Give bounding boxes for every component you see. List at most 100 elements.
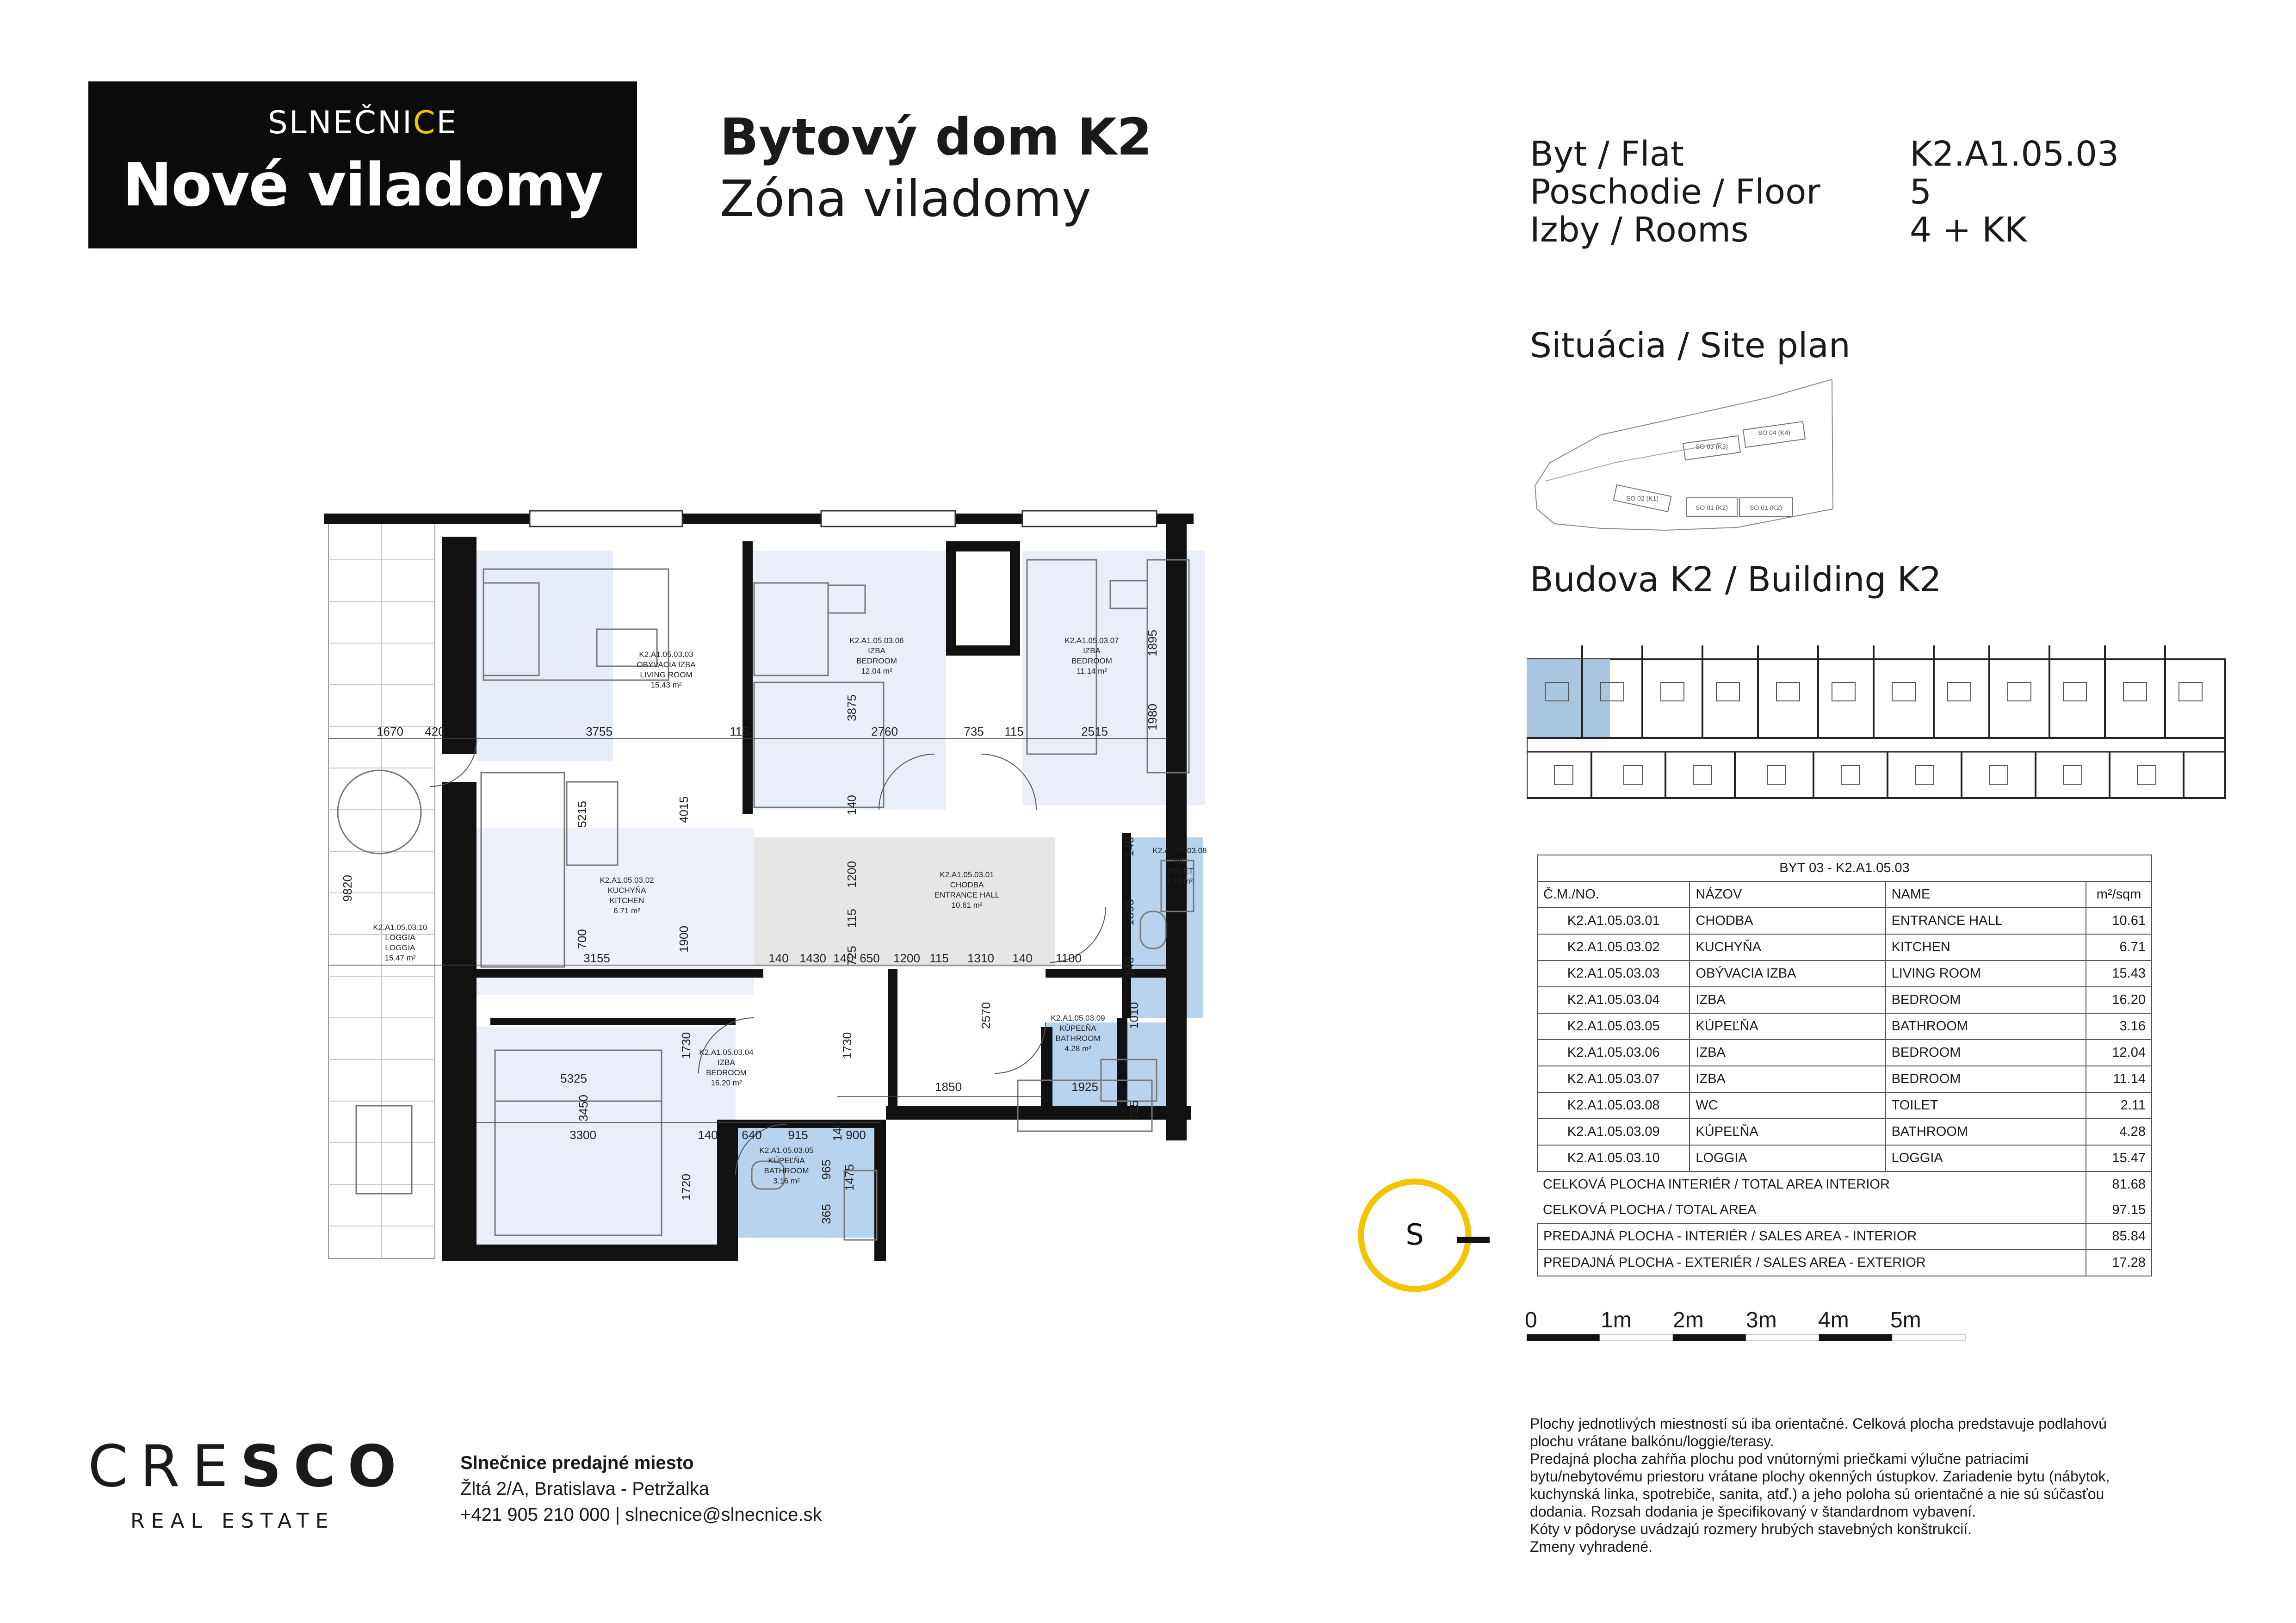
room-area: 3.16 m²	[773, 1177, 800, 1185]
dimension-label: 5215	[575, 801, 589, 828]
room-name-en: LOGGIA	[385, 943, 415, 952]
dimension-label: 1925	[1071, 1080, 1098, 1094]
dimension-label: 700	[575, 929, 589, 949]
dimension-label: 3300	[569, 1128, 596, 1142]
dimension-label: 1200	[893, 951, 920, 965]
room-area: 10.61 m²	[951, 901, 982, 910]
scale-label: 0	[1525, 1308, 1537, 1332]
site-plan-map: SO 03 (K3) SO 04 (K4) SO 02 (K1) SO 01 (…	[1534, 378, 1834, 531]
company-subtitle: REAL ESTATE	[130, 1509, 335, 1533]
table-title: BYT 03 - K2.A1.05.03	[1537, 855, 2152, 882]
room-code: K2.A1.05.03.04	[699, 1048, 753, 1057]
site-label: SO 01 (K2)	[1696, 504, 1728, 511]
office-title: Slnečnice predajné miesto	[460, 1453, 694, 1473]
compass-label: S	[1405, 1218, 1423, 1251]
brand-name: SLNEČNICE	[267, 105, 458, 141]
dimension-label: 1895	[1145, 630, 1159, 657]
dimension-label: 140	[1122, 836, 1136, 856]
dimension-label: 1895	[1122, 899, 1136, 926]
room-name-sk: LOGGIA	[385, 933, 415, 942]
room-name-sk: KUCHYŇA	[607, 886, 646, 895]
room-name-sk: WC	[1173, 856, 1186, 865]
room-name-sk: IZBA	[1083, 646, 1101, 655]
room-code: K2.A1.05.03.07	[1064, 636, 1119, 645]
dimension-label: 140	[833, 951, 853, 965]
dimension-label: 3155	[583, 951, 610, 965]
dimension-label: 1010	[1127, 1002, 1141, 1029]
dimension-label: 1730	[679, 1032, 693, 1059]
room-name-en: BATHROOM	[1056, 1034, 1101, 1043]
project-title: Bytový dom K2	[720, 107, 1152, 167]
floor-label: Poschodie / Floor	[1530, 172, 1820, 212]
building-title: Budova K2 / Building K2	[1530, 560, 1942, 600]
bathroom-small-fill	[736, 1124, 881, 1238]
dimension-label: 140	[698, 1128, 718, 1142]
dimension-label: 140	[1122, 957, 1136, 977]
dimension-label: 725	[845, 946, 859, 966]
room-area: 11.14 m²	[1077, 667, 1107, 675]
toilet-fill	[1124, 837, 1203, 1018]
dimension-label: 115	[929, 951, 948, 965]
room-table: BYT 03 - K2.A1.05.03 Č.M./NO. NÁZOV NAME…	[1536, 855, 2152, 1276]
room-name-en: LIVING ROOM	[640, 670, 692, 679]
dimension-label: 640	[742, 1128, 761, 1142]
apartment-floorplan: K2.A1.05.03.03 OBÝVACIA IZBA LIVING ROOM…	[324, 510, 1207, 1261]
dimension-label: 3450	[576, 1095, 590, 1121]
dimension-label: 1980	[1145, 704, 1159, 731]
dimension-label: 115	[845, 909, 859, 928]
office-contact[interactable]: +421 905 210 000 | slnecnice@slnecnice.s…	[460, 1505, 822, 1525]
scale-label: 2m	[1673, 1308, 1704, 1332]
table-header: NAME	[1885, 881, 2087, 908]
company-logo: CRESCO	[88, 1433, 408, 1500]
dimension-label: 1670	[377, 725, 403, 738]
dimension-label: 1430	[799, 951, 826, 965]
dimension-label: 1475	[842, 1164, 856, 1191]
dimension-label: 2515	[1081, 725, 1108, 738]
floor-value: 5	[1910, 172, 1932, 212]
bedroom-large-fill	[477, 1027, 736, 1254]
office-address: Žltá 2/A, Bratislava - Petržalka	[460, 1479, 709, 1499]
scale-label: 3m	[1746, 1308, 1777, 1332]
summary-row: PREDAJNÁ PLOCHA - INTERIÉR / SALES AREA …	[1536, 1223, 2152, 1250]
room-code: K2.A1.05.03.06	[849, 636, 904, 645]
dimension-label: 900	[846, 1128, 866, 1142]
hall-fill	[754, 837, 1055, 967]
room-name-en: ENTRANCE HALL	[934, 891, 1000, 899]
brand-logo: SLNEČNICE Nové viladomy	[88, 81, 637, 248]
scale-bar	[1527, 1334, 1966, 1341]
dimension-label: 1850	[935, 1080, 962, 1094]
project-subtitle: Zóna viladomy	[720, 170, 1091, 228]
dimension-label: 1730	[840, 1032, 854, 1059]
site-label: SO 01 (K2)	[1750, 504, 1782, 511]
scale-label: 1m	[1601, 1308, 1632, 1332]
dimension-label: 1310	[967, 951, 994, 965]
room-name-sk: KÚPEĽŇA	[768, 1156, 805, 1165]
dimension-label: 915	[788, 1128, 808, 1142]
site-plan-title: Situácia / Site plan	[1530, 326, 1850, 365]
room-code: K2.A1.05.03.10	[373, 923, 427, 932]
dimension-label: 1720	[679, 1174, 693, 1201]
room-area: 2.11 m²	[1167, 877, 1193, 886]
bathroom-fill	[1046, 1022, 1166, 1108]
room-area: 16.20 m²	[711, 1078, 742, 1087]
room-code: K2.A1.05.03.09	[1051, 1014, 1105, 1022]
summary-row: CELKOVÁ PLOCHA INTERIÉR / TOTAL AREA INT…	[1537, 1171, 2152, 1197]
north-compass-icon: S	[1358, 1178, 1490, 1292]
dimension-label: 140	[1012, 951, 1032, 965]
table-header: m²/sqm	[2086, 881, 2152, 908]
room-name-sk: KÚPEĽŇA	[1059, 1024, 1096, 1033]
dimension-label: 140	[768, 951, 788, 965]
dimension-label: 4015	[677, 796, 691, 823]
room-code: K2.A1.05.03.03	[639, 650, 693, 659]
room-name-en: BEDROOM	[706, 1068, 747, 1077]
dimension-label: 9820	[340, 875, 354, 902]
room-name-en: TOILET	[1166, 867, 1193, 875]
